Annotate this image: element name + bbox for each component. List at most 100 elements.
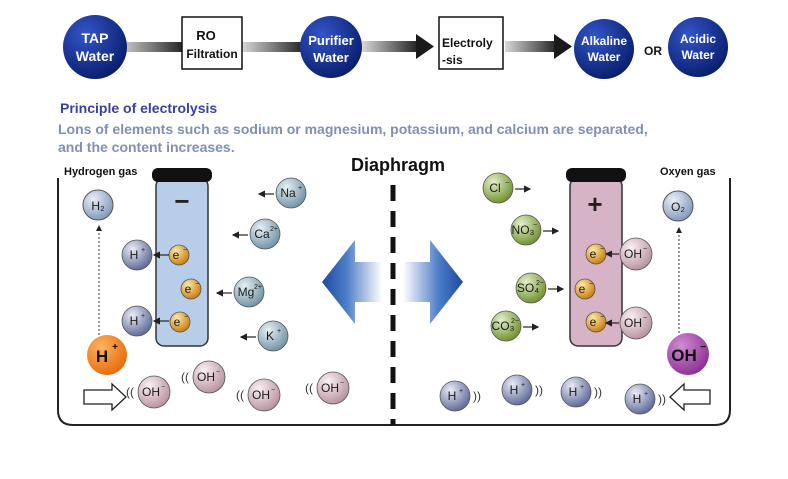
- oh-minus-ion-label: OH: [321, 381, 339, 395]
- flow-arrow-right: [403, 240, 463, 324]
- h-plus-ion-label: H: [510, 383, 519, 397]
- oh-minus-ion: OH−: [192, 360, 226, 394]
- electron-particle: e−: [168, 244, 190, 266]
- cation-na-ion: Na+: [275, 177, 307, 209]
- o2-label: O₂: [671, 200, 685, 214]
- oh-minus-ion-charge: −: [161, 384, 165, 391]
- ro-line1: RO: [196, 28, 216, 43]
- oh-minus-ion-label: OH: [624, 247, 642, 261]
- anion-ion-charge: −: [533, 222, 537, 229]
- oh-minus-ion-charge: −: [643, 315, 647, 322]
- principle-body-line1: Lons of elements such as sodium or magne…: [58, 121, 648, 137]
- h-plus-ion-label: H: [130, 248, 139, 262]
- big-h-plus-ion: H +: [87, 335, 127, 375]
- electron-particle-charge: −: [589, 281, 593, 288]
- inflow-arrow-left: [83, 382, 127, 412]
- tap-water-node: TAP Water: [63, 15, 127, 79]
- electron-particle: e−: [585, 243, 607, 265]
- h-plus-ion-charge: +: [141, 247, 145, 254]
- ro-line2: Filtration: [186, 47, 237, 61]
- acidic-line2: Water: [682, 48, 715, 62]
- oh-minus-ion: OH−: [137, 375, 171, 409]
- inflow-arrow-right: [669, 382, 711, 412]
- h-plus-ion: H+: [121, 305, 153, 337]
- electron-particle-label: e: [185, 282, 192, 296]
- oh-minus-ion: OH−: [316, 371, 350, 405]
- alkaline-line2: Water: [588, 50, 621, 64]
- acidic-line1: Acidic: [680, 32, 716, 46]
- principle-body-line2: and the content increases.: [58, 139, 235, 155]
- anion-ion-charge: −: [505, 180, 509, 187]
- anion-ion-label: Cl: [489, 181, 500, 195]
- alkaline-line1: Alkaline: [581, 34, 627, 48]
- plus-sign: +: [587, 189, 602, 219]
- h-plus-ion: H+: [121, 239, 153, 271]
- h-plus-ion-label: H: [633, 392, 642, 406]
- h-plus-ion-charge: +: [459, 388, 463, 395]
- electron-particle-label: e: [590, 315, 597, 329]
- oxygen-gas-label: Oxyen gas: [660, 166, 716, 178]
- anion-ion: NO₃−: [510, 214, 542, 246]
- motion-mark: ((: [126, 385, 134, 399]
- oh-minus-ion: OH−: [619, 306, 653, 340]
- connector-arrow: [505, 34, 572, 59]
- cation-na-ion-charge: +: [298, 185, 302, 192]
- oh-minus-ion-charge: −: [271, 387, 275, 394]
- electron-particle-charge: −: [195, 281, 199, 288]
- h-plus-ion-charge: +: [521, 382, 525, 389]
- tap-water-line2: Water: [76, 48, 115, 64]
- purifier-water-node: Purifier Water: [300, 16, 362, 78]
- h-plus-ion: H+: [501, 374, 533, 406]
- h2-molecule: H₂: [82, 189, 114, 221]
- oh-minus-ion-label: OH: [197, 370, 215, 384]
- o2-molecule: O₂: [662, 190, 694, 222]
- oh-minus-ion-label: OH: [624, 316, 642, 330]
- diaphragm-label: Diaphragm: [351, 155, 445, 175]
- electron-particle-charge: −: [184, 314, 188, 321]
- anion-ion-charge: 2−: [511, 318, 519, 325]
- h-plus-ion: H+: [624, 383, 656, 415]
- electron-particle-label: e: [174, 315, 181, 329]
- anion-ion-label: CO₃: [492, 319, 515, 333]
- principle-title: Principle of electrolysis: [60, 100, 217, 116]
- oh-minus-ion-label: OH: [142, 385, 160, 399]
- or-label: OR: [644, 44, 662, 58]
- electron-particle-charge: −: [183, 247, 187, 254]
- anion-ion: Cl−: [482, 172, 514, 204]
- flow-arrow-left: [322, 240, 382, 324]
- alkaline-water-node: Alkaline Water: [574, 19, 634, 79]
- cation-k-ion-charge: +: [277, 328, 281, 335]
- connector-bar: [242, 42, 304, 52]
- big-oh-sup: −: [700, 342, 706, 353]
- cation-ca-ion-label: Ca: [254, 227, 270, 241]
- motion-mark: ((: [305, 381, 313, 395]
- tap-water-line1: TAP: [82, 30, 109, 46]
- big-h-sup: +: [112, 342, 118, 353]
- cation-k-ion-label: K: [266, 329, 274, 343]
- electron-particle-label: e: [579, 282, 586, 296]
- electron-particle-charge: −: [600, 246, 604, 253]
- motion-mark: ((: [236, 388, 244, 402]
- oh-minus-ion-label: OH: [252, 388, 270, 402]
- electron-particle: e−: [574, 278, 596, 300]
- electron-particle: e−: [180, 278, 202, 300]
- cation-mg-ion-charge: 2+: [254, 284, 262, 291]
- anion-ion-charge: 2−: [536, 280, 544, 287]
- electron-particle: e−: [585, 311, 607, 333]
- big-h-label: H: [96, 347, 108, 366]
- h-plus-ion-charge: +: [644, 391, 648, 398]
- h-plus-ion: H+: [560, 376, 592, 408]
- h-plus-ion-label: H: [130, 314, 139, 328]
- connector-arrow: [362, 34, 434, 59]
- acidic-water-node: Acidic Water: [668, 17, 728, 77]
- h-plus-ion: H+: [439, 380, 471, 412]
- electron-particle: e−: [169, 311, 191, 333]
- big-oh-label: OH: [671, 346, 697, 365]
- minus-sign: −: [174, 186, 189, 216]
- hydrogen-gas-label: Hydrogen gas: [64, 166, 137, 178]
- motion-mark: ((: [181, 370, 189, 384]
